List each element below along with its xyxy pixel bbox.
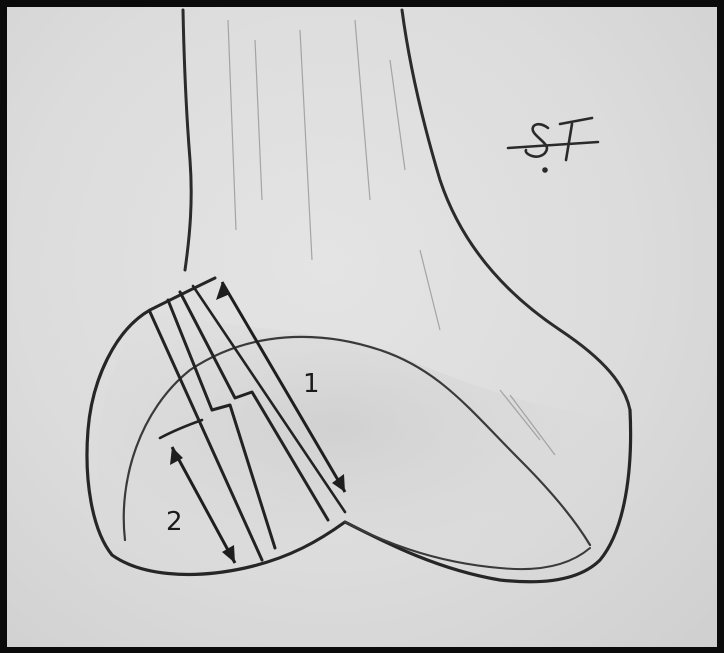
measurement-label-1: 1	[303, 369, 320, 399]
measurement-label-2: 2	[166, 507, 183, 537]
sketch-paper: 1 2	[7, 7, 717, 647]
femur-sketch: 1 2	[7, 7, 717, 647]
shaft-left-outline	[183, 10, 191, 270]
shaft-right-outline	[402, 10, 630, 410]
signature-initials	[508, 118, 598, 172]
